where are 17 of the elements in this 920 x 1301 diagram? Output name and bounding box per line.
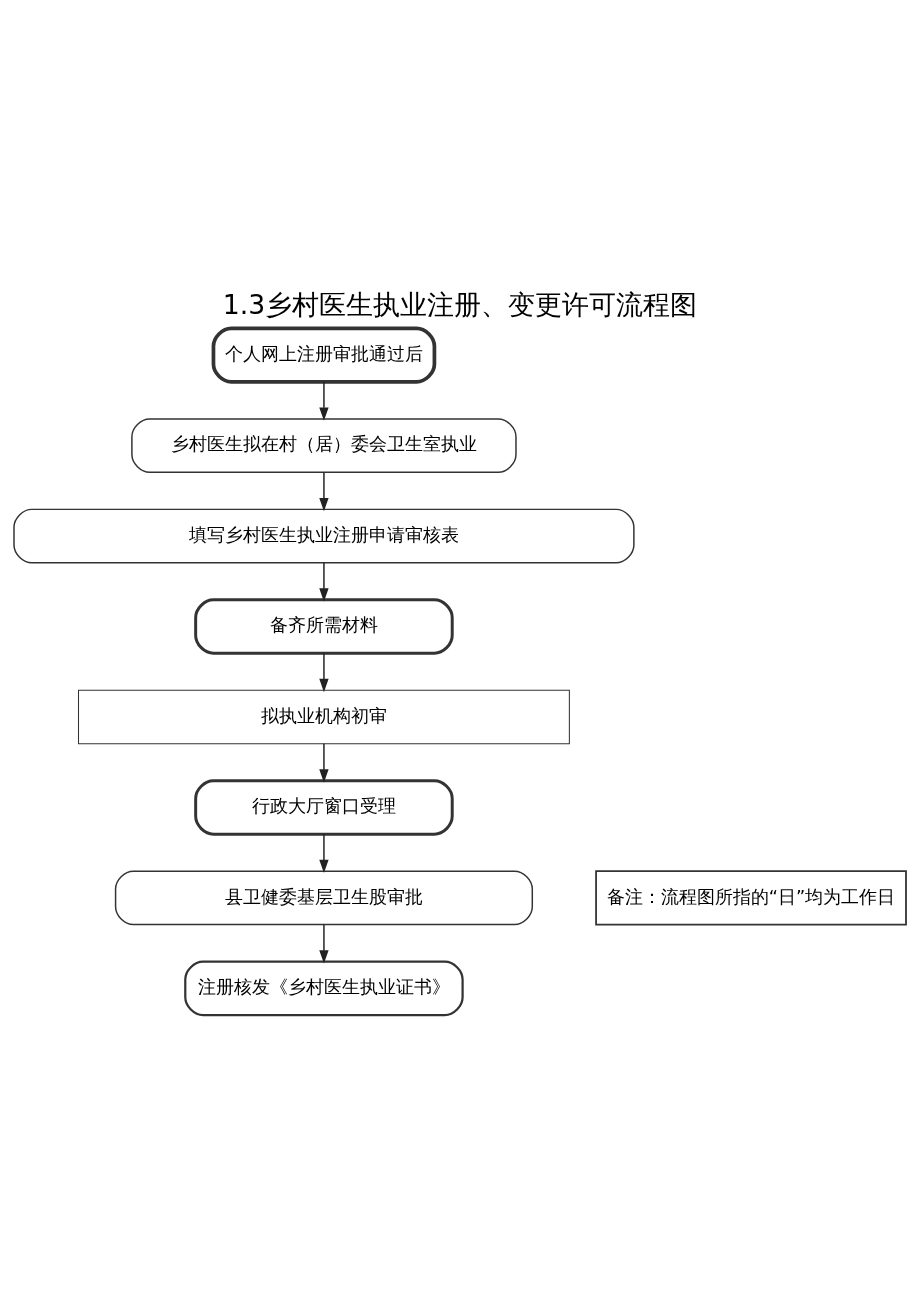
node-box: 县卫健委基层卫生股审批 — [114, 870, 534, 925]
node-box: 备齐所需材料 — [194, 597, 454, 655]
arrow — [319, 833, 329, 873]
node-box: 填写乡村医生执业注册申请审核表 — [13, 508, 635, 563]
arrow — [319, 561, 329, 602]
node-box: 个人网上注册审批通过后 — [211, 326, 437, 384]
arrow — [319, 380, 329, 421]
node-box: 备注：流程图所指的“日”均为工作日 — [595, 869, 907, 925]
node-box: 行政大厅窗口受理 — [194, 778, 454, 836]
arrow — [319, 742, 329, 783]
node-box: 乡村医生拟在村（居）委会卫生室执业 — [131, 417, 517, 473]
node-box: 注册核发《乡村医生执业证书》 — [184, 960, 464, 1016]
arrow — [319, 923, 329, 964]
arrow — [319, 471, 329, 511]
diagram-title: 1.3乡村医生执业注册、变更许可流程图 — [222, 288, 698, 320]
node-box: 拟执业机构初审 — [78, 689, 570, 744]
arrow — [319, 652, 329, 692]
